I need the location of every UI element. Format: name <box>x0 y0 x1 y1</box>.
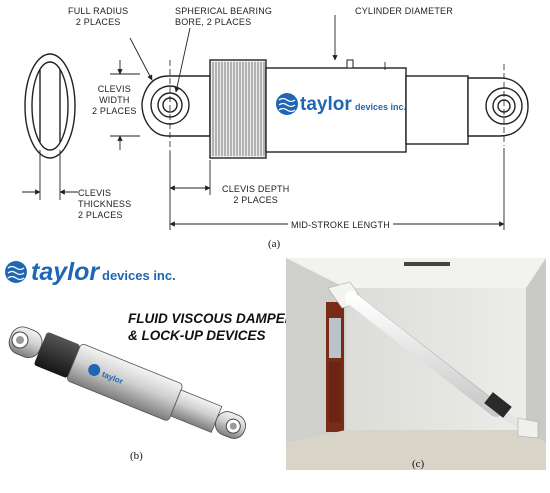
label-clevis-depth: CLEVIS DEPTH 2 PLACES <box>222 184 290 205</box>
label-clevis-thickness: CLEVIS THICKNESS 2 PLACES <box>78 188 132 220</box>
logo-brand-text: taylor <box>300 94 352 115</box>
caption-b: (b) <box>130 450 143 462</box>
end-view <box>24 53 76 159</box>
slogan-line-1: FLUID VISCOUS DAMPERS <box>128 311 304 326</box>
panel-b-product-image: taylor devices inc. taylor FLUID VISCOUS… <box>0 250 304 465</box>
caption-c: (c) <box>412 458 425 470</box>
slogan: FLUID VISCOUS DAMPERS & LOCK-UP DEVICES <box>128 310 304 344</box>
caption-a: (a) <box>268 238 281 250</box>
floor <box>286 430 546 470</box>
damper-drawing: taylor devices inc. <box>22 15 529 230</box>
logo-suffix-text-b: devices inc. <box>102 268 176 283</box>
right-clevis <box>467 64 529 146</box>
damper-render-body: taylor <box>8 326 246 439</box>
logo-suffix-text: devices inc. <box>355 102 406 112</box>
damper-3d-render: taylor devices inc. taylor <box>5 258 246 439</box>
panel-c-installation-photo: (c) <box>286 258 546 470</box>
piston-rod <box>405 75 469 145</box>
slogan-line-2: & LOCK-UP DEVICES <box>128 328 266 343</box>
right-wall <box>526 258 546 443</box>
window-pane <box>329 318 341 358</box>
label-full-radius: FULL RADIUS 2 PLACES <box>68 6 129 27</box>
door-panel <box>329 362 341 422</box>
label-mid-stroke-length: MID-STROKE LENGTH <box>288 220 393 231</box>
taylor-logo-drawing: taylor devices inc. <box>276 93 406 115</box>
panel-a-engineering-drawing: taylor devices inc. <box>0 0 550 250</box>
label-cylinder-diameter: CYLINDER DIAMETER <box>355 6 453 16</box>
room-photo <box>286 258 546 470</box>
logo-brand-text-b: taylor <box>31 258 100 286</box>
left-clevis <box>141 60 211 152</box>
ceiling-light <box>404 262 450 266</box>
label-clevis-width: CLEVIS WIDTH 2 PLACES <box>92 84 137 116</box>
taylor-logo-top: taylor devices inc. <box>5 258 176 286</box>
threaded-section <box>209 59 267 159</box>
label-spherical-bearing: SPHERICAL BEARING BORE, 2 PLACES <box>175 6 273 27</box>
installed-damper <box>327 281 539 439</box>
